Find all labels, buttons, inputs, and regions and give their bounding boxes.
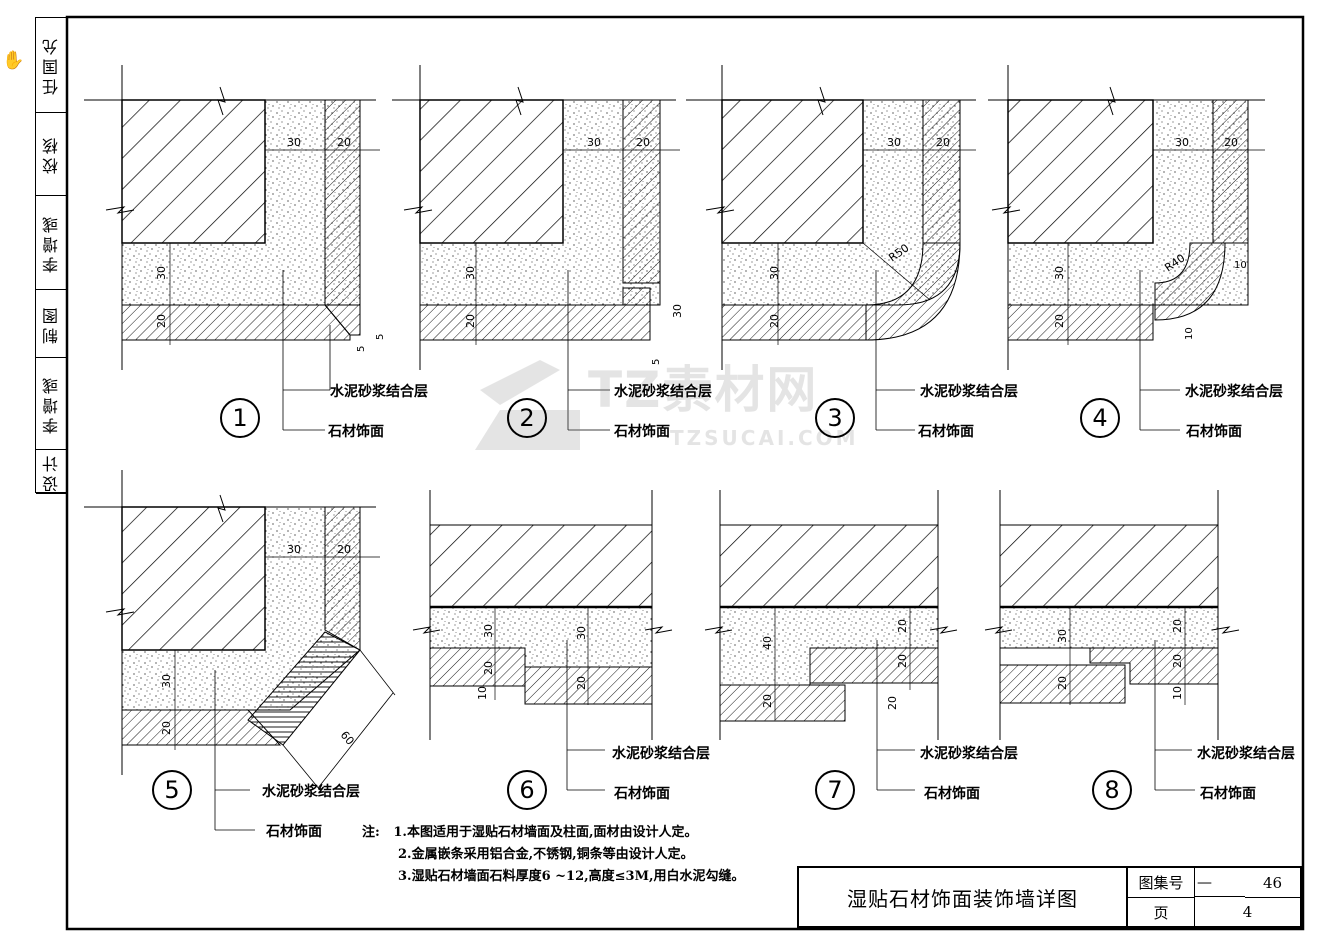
detail-number-8: 8 [1092,770,1132,810]
drawing-title: 湿贴石材饰面装饰墙详图 [799,868,1128,926]
svg-text:20: 20 [636,136,650,149]
detail-7: 40 20 20 20 20 [719,490,939,791]
svg-text:20: 20 [886,696,899,710]
svg-text:20: 20 [1171,654,1184,668]
callout-mortar-5: 水泥砂浆结合层 [262,784,360,800]
svg-text:20: 20 [160,721,173,735]
svg-text:30: 30 [155,266,168,280]
detail-3: 30 20 30 20 R50 [686,65,976,431]
sig-draw-label: 制图 [36,290,67,358]
callout-mortar-2: 水泥砂浆结合层 [614,384,712,400]
detail-2: 30 20 30 20 30 5 [392,65,684,431]
svg-text:20: 20 [575,676,588,690]
svg-text:20: 20 [155,314,168,328]
callout-mortar-8: 水泥砂浆结合层 [1197,746,1295,762]
detail-number-3: 3 [815,398,855,438]
sig-check-label: 校核 [36,113,67,196]
svg-text:20: 20 [896,654,909,668]
detail-number-6: 6 [507,770,547,810]
svg-text:30: 30 [768,266,781,280]
notes: 注: 1.本图适用于湿贴石材墙面及柱面,面材由设计人定。 2.金属嵌条采用铝合金… [362,822,745,888]
svg-text:20: 20 [1224,136,1238,149]
callout-stone-2: 石材饰面 [614,424,670,440]
svg-text:30: 30 [671,304,684,318]
svg-text:10: 10 [1171,686,1184,700]
svg-text:60: 60 [338,729,357,748]
note-1: 1.本图适用于湿贴石材墙面及柱面,面材由设计人定。 [393,825,698,840]
svg-text:10: 10 [1184,327,1195,340]
detail-5: 30 20 30 20 60 [84,470,396,831]
svg-text:30: 30 [1053,266,1066,280]
svg-text:20: 20 [464,314,477,328]
callout-stone-5: 石材饰面 [266,824,322,840]
svg-text:30: 30 [575,626,588,640]
atlas-number: 46 [1245,868,1300,898]
notes-label: 注: [362,825,380,840]
svg-text:40: 40 [761,636,774,650]
detail-number-1: 1 [220,398,260,438]
signature-column: 设计 李增彧 制图 李增彧 校核 任国允 [35,17,67,494]
atlas-value: — [1195,868,1245,897]
svg-text:30: 30 [1056,629,1069,643]
sheet-border [65,15,1305,931]
svg-text:30: 30 [1175,136,1189,149]
svg-text:5: 5 [651,359,662,365]
note-2: 2.金属嵌条采用铝合金,不锈钢,铜条等由设计人定。 [398,847,694,862]
detail-1: 30 20 30 20 5 5 [84,65,386,431]
callout-stone-6: 石材饰面 [614,786,670,802]
svg-text:30: 30 [287,136,301,149]
callout-mortar-3: 水泥砂浆结合层 [920,384,1018,400]
page-label: 页 [1128,898,1195,926]
svg-text:30: 30 [287,543,301,556]
svg-text:20: 20 [936,136,950,149]
callout-stone-8: 石材饰面 [1200,786,1256,802]
svg-text:30: 30 [587,136,601,149]
svg-text:30: 30 [160,674,173,688]
svg-text:10: 10 [476,686,489,700]
svg-text:20: 20 [761,694,774,708]
callout-mortar-1: 水泥砂浆结合层 [330,384,428,400]
svg-text:5: 5 [375,334,386,340]
detail-number-2: 2 [507,398,547,438]
callout-stone-4: 石材饰面 [1186,424,1242,440]
svg-text:30: 30 [464,266,477,280]
sig-check-name: 任国允 [36,18,67,113]
svg-text:20: 20 [1053,314,1066,328]
svg-text:20: 20 [1171,619,1184,633]
detail-4: 30 20 30 20 R40 10 10 [988,65,1265,431]
svg-text:20: 20 [482,661,495,675]
page-number: 4 [1242,903,1253,921]
sig-design-name: 李增彧 [36,358,67,450]
callout-mortar-4: 水泥砂浆结合层 [1185,384,1283,400]
sig-design-label: 设计 [36,450,67,494]
svg-text:20: 20 [1056,676,1069,690]
svg-text:20: 20 [337,543,351,556]
note-3: 3.湿贴石材墙面石料厚度6 ~12,高度≤3M,用白水泥勾缝。 [398,869,745,884]
svg-text:10: 10 [1234,260,1247,271]
callout-stone-1: 石材饰面 [328,424,384,440]
svg-text:30: 30 [887,136,901,149]
callout-stone-3: 石材饰面 [918,424,974,440]
title-block: 湿贴石材饰面装饰墙详图 图集号 — 46 页 4 [797,866,1302,928]
callout-mortar-7: 水泥砂浆结合层 [920,746,1018,762]
svg-text:5: 5 [356,346,367,352]
svg-text:20: 20 [896,619,909,633]
detail-number-4: 4 [1080,398,1120,438]
svg-text:30: 30 [482,624,495,638]
hand-icon: ✋ [2,50,25,71]
detail-6: 30 20 10 30 20 [429,490,653,791]
detail-number-5: 5 [152,770,192,810]
detail-number-7: 7 [815,770,855,810]
svg-text:20: 20 [337,136,351,149]
svg-text:20: 20 [768,314,781,328]
watermark-main: TZ素材网 [588,361,819,419]
sig-draw-name: 李增彧 [36,196,67,290]
callout-stone-7: 石材饰面 [924,786,980,802]
callout-mortar-6: 水泥砂浆结合层 [612,746,710,762]
detail-8: 30 20 20 20 10 [999,490,1219,791]
atlas-label: 图集号 [1128,868,1195,898]
break-marks [105,86,1240,634]
